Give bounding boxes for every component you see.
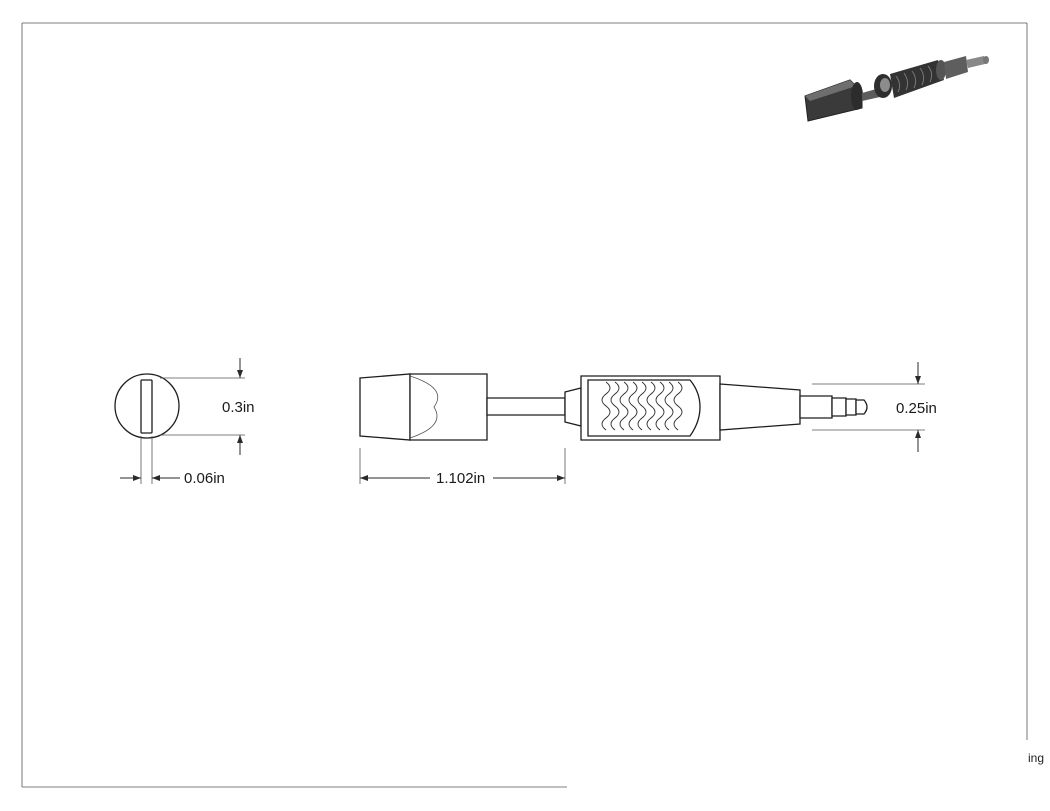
length-dimension [359, 448, 566, 484]
end-view [114, 358, 245, 484]
dim-slot-width: 0.06in [184, 470, 225, 487]
dim-overall-length: 1.102in [436, 470, 485, 487]
corner-label: ing [1028, 751, 1044, 765]
side-view [359, 373, 868, 441]
dim-end-height: 0.3in [222, 399, 255, 416]
dim-plug-diameter: 0.25in [896, 400, 937, 417]
plug-dimension [812, 362, 925, 452]
isometric-view [804, 56, 989, 122]
sheet-border [21, 22, 1028, 788]
grip-ridges [601, 381, 683, 431]
